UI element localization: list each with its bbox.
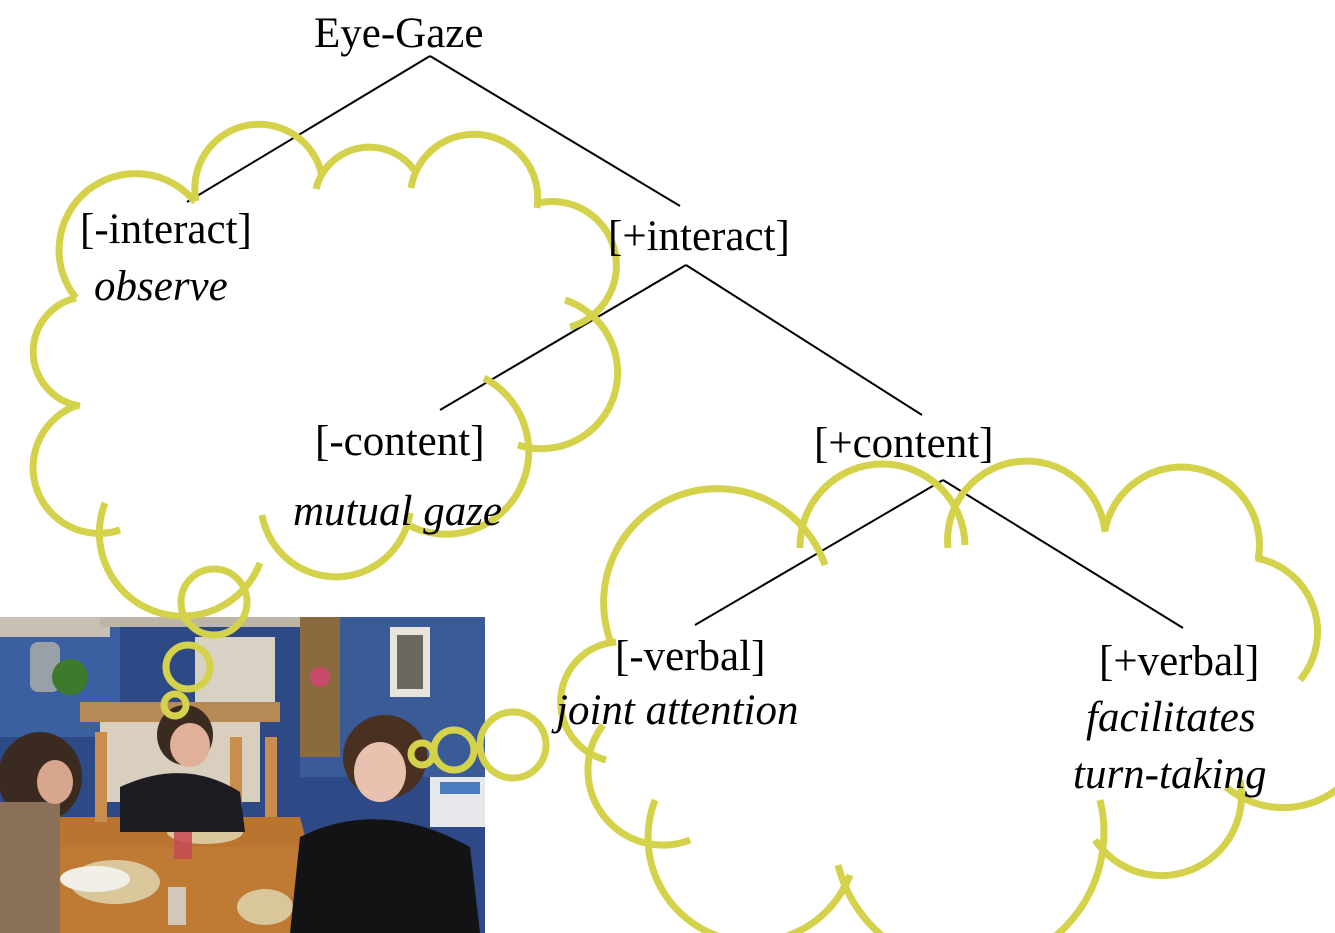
thought-cloud-right [557,457,1335,933]
node-plus-verbal: [+verbal] [1099,638,1260,685]
node-plus-interact: [+interact] [608,213,790,260]
thought-bubble-large [177,565,251,639]
node-eye-gaze: Eye-Gaze [314,10,484,57]
thought-bubbles-right [407,708,550,782]
node-minus-verbal: [-verbal] [615,633,766,680]
node-minus-content: [-content] [315,418,485,465]
thought-cloud-left [29,120,622,620]
node-mutual-gaze: mutual gaze [293,488,503,535]
thought-bubbles-left [160,565,251,720]
thought-bubble-small [160,690,190,720]
node-turn-taking: turn-taking [1073,751,1267,798]
node-minus-interact: [-interact] [80,206,252,253]
node-plus-content: [+content] [814,420,994,467]
edge-interact-minus-content [439,264,687,411]
node-joint-attention: joint attention [556,687,799,734]
tree-lines [186,55,1184,629]
thought-bubble-medium-right [430,726,478,774]
edge-root-minus-interact [186,55,431,203]
node-observe: observe [94,263,228,310]
thought-bubble-large-right [476,708,550,782]
dinner-table-photo [0,617,485,933]
edge-content-plus-verbal [942,479,1184,629]
edge-root-plus-interact [429,55,681,207]
node-facilitates: facilitates [1086,694,1256,741]
edge-interact-plus-content [685,264,923,416]
thought-bubble-small-right [407,739,437,769]
thought-bubble-medium [162,641,214,693]
